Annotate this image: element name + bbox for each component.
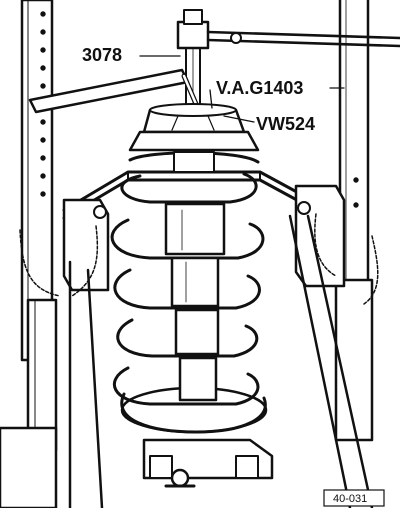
callout-leaders [139, 55, 345, 123]
figure-code-box: 40-031 [323, 489, 385, 507]
coil-spring [110, 151, 268, 434]
right-press-column [334, 0, 374, 442]
label-vw524: VW524 [256, 114, 315, 134]
right-clamp-arm [294, 184, 379, 305]
label-3078: 3078 [82, 45, 122, 65]
pin-wrench-3078 [28, 68, 199, 114]
top-spindle [176, 9, 210, 111]
lower-spring-seat [142, 438, 274, 488]
figure-code: 40-031 [333, 493, 367, 505]
top-handle-bar [206, 30, 400, 48]
shock-absorber [164, 151, 226, 402]
left-press-column [20, 0, 58, 452]
left-clamp-arm [19, 198, 110, 297]
label-vag1403: V.A.G1403 [216, 78, 303, 98]
upper-spring-cap [128, 103, 260, 152]
lower-frame [0, 214, 374, 508]
